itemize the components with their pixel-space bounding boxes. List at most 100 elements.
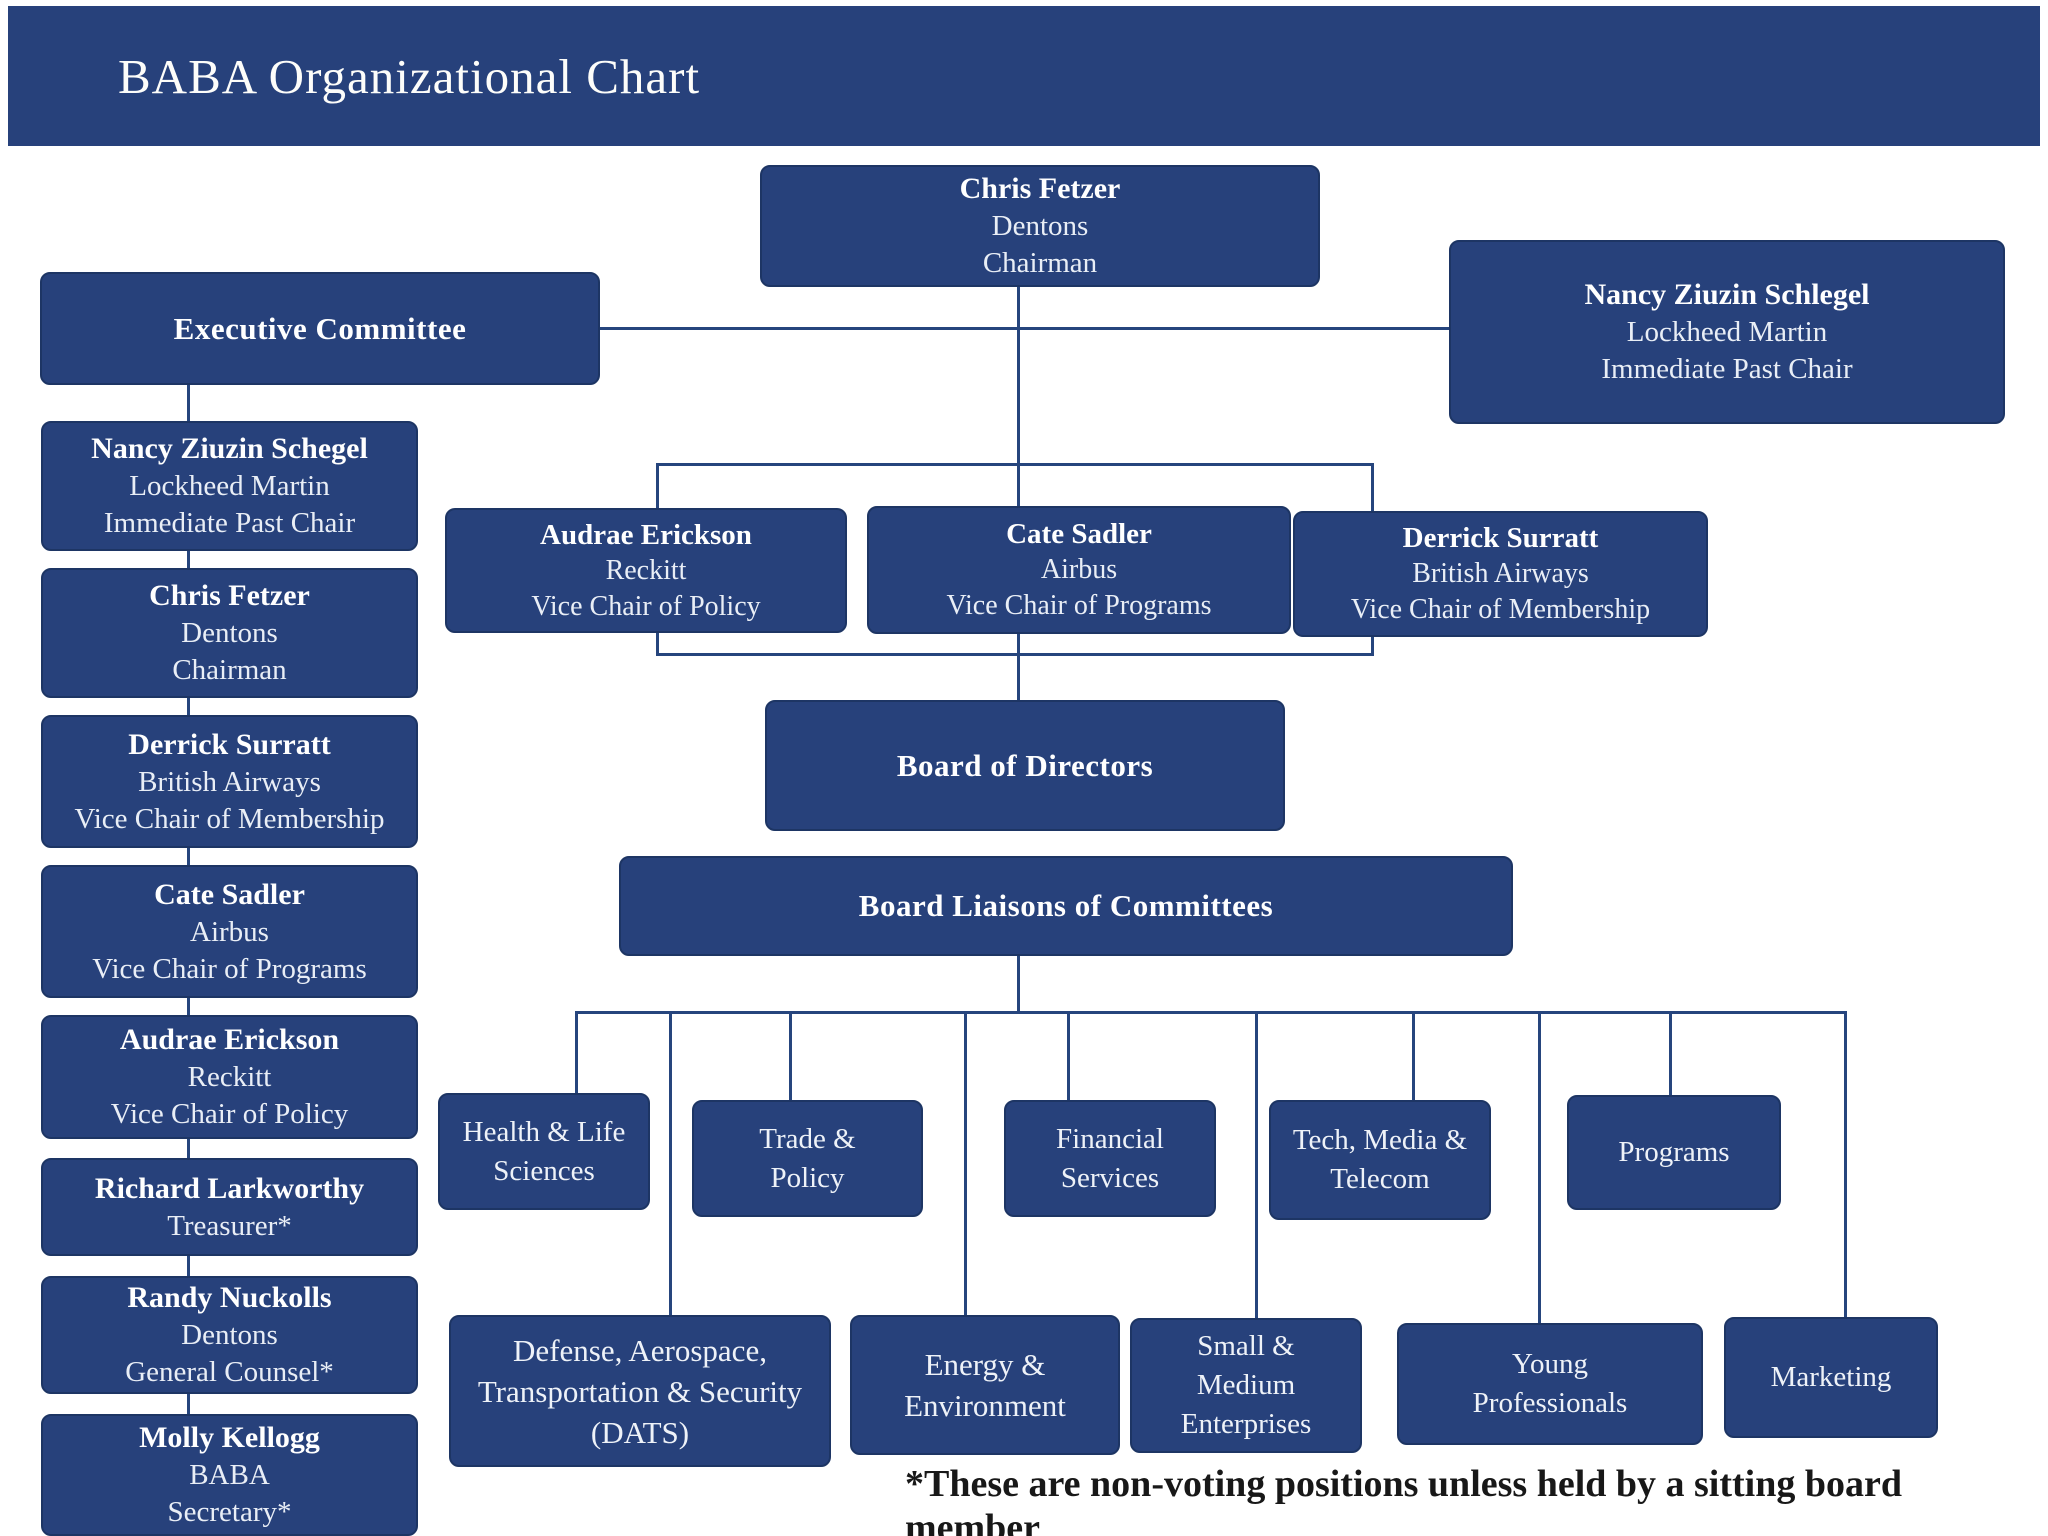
- connector-line: [1067, 1011, 1070, 1102]
- connector-line: [1017, 287, 1020, 702]
- person-org: Airbus: [1040, 554, 1118, 585]
- person-name: Molly Kellogg: [139, 1421, 320, 1454]
- person-org: Lockheed Martin: [129, 470, 330, 502]
- ec-member-box-randy-nuckolls: Randy Nuckolls Dentons General Counsel*: [41, 1276, 418, 1394]
- connector-line: [656, 463, 1374, 466]
- committee-box-young-professionals: Young Professionals: [1397, 1323, 1703, 1445]
- org-box-immediate-past-chair: Nancy Ziuzin Schlegel Lockheed Martin Im…: [1449, 240, 2005, 424]
- person-name: Cate Sadler: [154, 877, 305, 911]
- committee-box-financial-services: Financial Services: [1004, 1100, 1216, 1217]
- page-title: BABA Organizational Chart: [118, 48, 701, 104]
- org-box-chairman-top: Chris Fetzer Dentons Chairman: [760, 165, 1320, 287]
- footnote: *These are non-voting positions unless h…: [905, 1463, 1902, 1536]
- committee-box-dats: Defense, Aerospace, Transportation & Sec…: [449, 1315, 831, 1467]
- ec-member-box-chris-fetzer: Chris Fetzer Dentons Chairman: [41, 568, 418, 698]
- executive-committee-label: Executive Committee: [173, 310, 467, 346]
- committee-label: Small & Medium Enterprises: [1180, 1330, 1312, 1440]
- board-liaisons-box: Board Liaisons of Committees: [619, 856, 1513, 956]
- person-org: Dentons: [181, 617, 278, 649]
- committee-label: Financial Services: [1056, 1122, 1164, 1194]
- connector-line: [576, 1011, 1847, 1014]
- connector-line: [187, 1139, 190, 1158]
- connector-line: [187, 1394, 190, 1414]
- vice-chair-box-policy: Audrae Erickson Reckitt Vice Chair of Po…: [445, 508, 847, 633]
- committee-box-programs: Programs: [1567, 1095, 1781, 1210]
- connector-line: [187, 385, 190, 423]
- board-of-directors-label: Board of Directors: [896, 747, 1154, 783]
- person-role: Secretary*: [167, 1496, 292, 1528]
- person-role: Vice Chair of Membership: [1350, 594, 1651, 625]
- person-role: Immediate Past Chair: [1601, 353, 1853, 385]
- person-org: Dentons: [991, 210, 1089, 242]
- connector-line: [1255, 1011, 1258, 1320]
- committee-label: Tech, Media & Telecom: [1292, 1124, 1468, 1195]
- person-org: BABA: [189, 1459, 270, 1491]
- person-org: Reckitt: [187, 1061, 272, 1093]
- person-role: Chairman: [982, 247, 1098, 279]
- person-org: British Airways: [138, 765, 321, 798]
- person-name: Chris Fetzer: [149, 579, 310, 612]
- connector-line: [1412, 1011, 1415, 1102]
- ec-member-box-derrick-surratt: Derrick Surratt British Airways Vice Cha…: [41, 715, 418, 848]
- committee-label: Defense, Aerospace, Transportation & Sec…: [477, 1332, 803, 1450]
- connector-line: [1844, 1011, 1847, 1319]
- header-bar: BABA Organizational Chart: [8, 6, 2040, 146]
- person-name: Audrae Erickson: [119, 1023, 340, 1056]
- person-role: Vice Chair of Policy: [110, 1098, 349, 1130]
- committee-label: Marketing: [1770, 1361, 1892, 1393]
- connector-line: [1669, 1011, 1672, 1097]
- committee-label: Trade & Policy: [759, 1122, 856, 1194]
- vice-chair-box-membership: Derrick Surratt British Airways Vice Cha…: [1293, 511, 1708, 637]
- vice-chair-box-programs: Cate Sadler Airbus Vice Chair of Program…: [867, 506, 1291, 634]
- committee-box-tech-media-telecom: Tech, Media & Telecom: [1269, 1100, 1491, 1220]
- connector-line: [656, 653, 1374, 656]
- connector-line: [187, 549, 190, 570]
- person-role: Immediate Past Chair: [103, 507, 356, 539]
- committee-box-health-life-sciences: Health & Life Sciences: [438, 1093, 650, 1210]
- committee-label: Programs: [1618, 1136, 1730, 1168]
- connector-line: [1017, 956, 1020, 1014]
- connector-line: [575, 1011, 578, 1095]
- committee-box-small-medium-enterprises: Small & Medium Enterprises: [1130, 1318, 1362, 1453]
- committee-label: Health & Life Sciences: [462, 1115, 626, 1187]
- person-name: Derrick Surratt: [128, 727, 331, 761]
- ec-member-box-audrae-erickson: Audrae Erickson Reckitt Vice Chair of Po…: [41, 1015, 418, 1139]
- committee-box-marketing: Marketing: [1724, 1317, 1938, 1438]
- connector-line: [669, 1011, 672, 1317]
- committee-box-trade-policy: Trade & Policy: [692, 1100, 923, 1217]
- person-name: Richard Larkworthy: [94, 1171, 365, 1205]
- person-role: General Counsel*: [125, 1356, 334, 1388]
- person-role: Vice Chair of Membership: [74, 802, 385, 835]
- connector-line: [1538, 1011, 1541, 1325]
- person-role: Chairman: [172, 654, 287, 686]
- ec-member-box-cate-sadler: Cate Sadler Airbus Vice Chair of Program…: [41, 865, 418, 998]
- person-org: British Airways: [1412, 558, 1589, 589]
- person-role: Vice Chair of Policy: [531, 590, 761, 622]
- person-org: Lockheed Martin: [1626, 316, 1828, 348]
- ec-member-box-richard-larkworthy: Richard Larkworthy Treasurer*: [41, 1158, 418, 1256]
- person-name: Audrae Erickson: [540, 518, 752, 551]
- ec-member-box-molly-kellogg: Molly Kellogg BABA Secretary*: [41, 1414, 418, 1536]
- board-liaisons-label: Board Liaisons of Committees: [858, 888, 1274, 923]
- person-name: Derrick Surratt: [1402, 522, 1599, 554]
- person-name: Chris Fetzer: [959, 172, 1121, 205]
- person-org: Dentons: [181, 1319, 278, 1351]
- connector-line: [187, 996, 190, 1017]
- connector-line: [964, 1011, 967, 1317]
- connector-line: [600, 327, 1450, 330]
- connector-line: [187, 1256, 190, 1276]
- executive-committee-box: Executive Committee: [40, 272, 600, 385]
- board-of-directors-box: Board of Directors: [765, 700, 1285, 831]
- person-role: Vice Chair of Programs: [92, 952, 367, 985]
- connector-line: [789, 1011, 792, 1102]
- connector-line: [187, 696, 190, 717]
- committee-box-energy-environment: Energy & Environment: [850, 1315, 1120, 1455]
- connector-line: [187, 846, 190, 867]
- person-name: Nancy Ziuzin Schegel: [91, 432, 368, 465]
- person-role: Treasurer*: [167, 1209, 292, 1242]
- person-name: Nancy Ziuzin Schlegel: [1584, 278, 1870, 311]
- committee-label: Young Professionals: [1472, 1348, 1628, 1419]
- person-role: Vice Chair of Programs: [946, 590, 1212, 621]
- person-org: Reckitt: [605, 554, 687, 586]
